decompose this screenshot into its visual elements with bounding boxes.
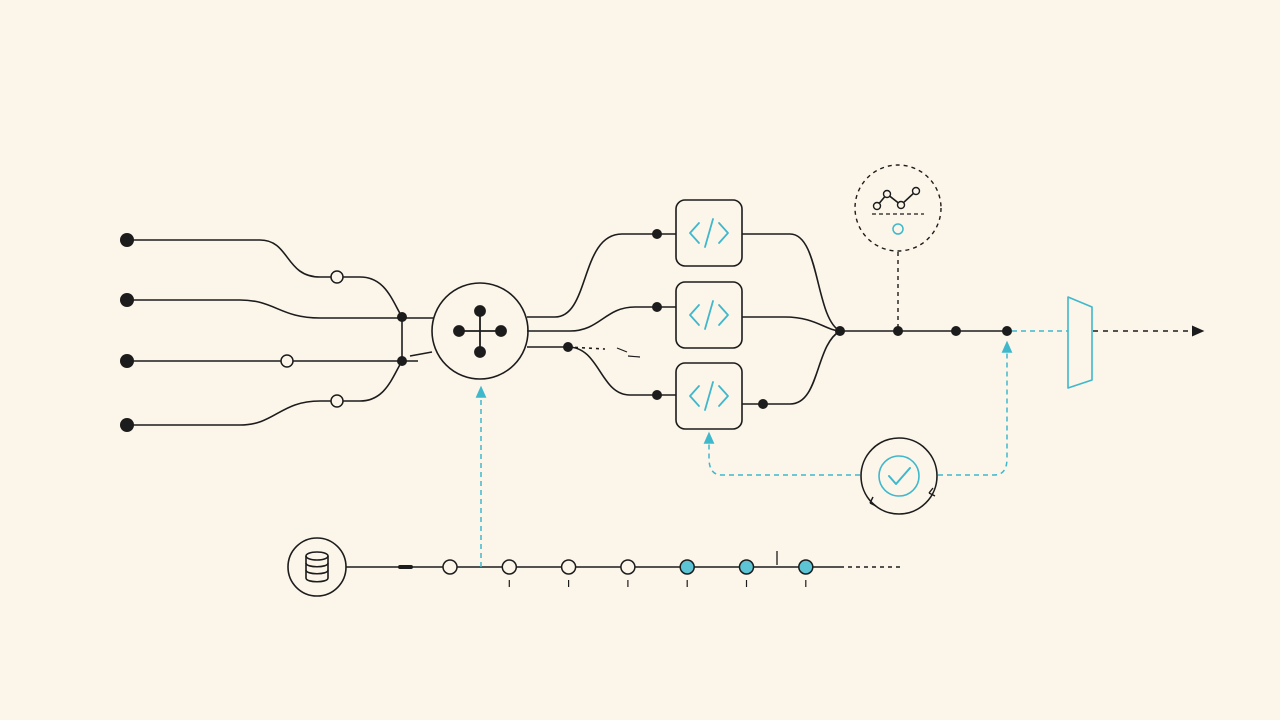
check-circle-icon	[878, 455, 920, 497]
timeline-step-done[interactable]	[679, 559, 695, 575]
cycle-arrow-head	[869, 496, 877, 507]
code-brackets-icon	[689, 300, 729, 330]
feedback-loop	[703, 340, 1013, 476]
fanout-dots	[563, 229, 662, 400]
fanout-line-middle	[527, 306, 676, 332]
input-lines	[127, 239, 447, 426]
fanout-line-top	[527, 233, 676, 318]
fanout-dot-bottom	[652, 390, 662, 400]
stray-dash	[567, 346, 606, 350]
input-line-1	[127, 239, 403, 318]
fanout-dot-split	[563, 342, 573, 352]
validator-node[interactable]	[860, 437, 938, 515]
main-dot-feedback	[1002, 326, 1012, 336]
validator-cycle-ring	[860, 437, 938, 515]
input-source-dots	[120, 233, 407, 432]
feedback-to-processor	[703, 431, 860, 476]
input-line-2	[127, 299, 447, 319]
feedback-to-main	[938, 340, 1013, 476]
input-dot-3[interactable]	[120, 354, 134, 368]
fanout-line-bottom	[527, 346, 676, 396]
hub-network-icon	[453, 305, 507, 358]
timeline-step-pending[interactable]	[501, 559, 518, 575]
checkmark	[888, 467, 911, 485]
hollow-node-3	[330, 394, 344, 408]
source-node[interactable]	[287, 537, 347, 597]
code-brackets-icon	[689, 381, 729, 411]
junction-dot-bottom	[397, 356, 407, 366]
merge-dots	[758, 326, 1012, 409]
timeline-step-pending[interactable]	[442, 559, 458, 575]
line-chart-icon	[872, 186, 924, 235]
hollow-node-1	[330, 270, 344, 284]
processor-2[interactable]	[675, 281, 743, 349]
merge-line-middle	[742, 316, 841, 332]
code-brackets-icon	[689, 218, 729, 248]
processor-1[interactable]	[675, 199, 743, 267]
gate-trapezoid-icon	[1067, 296, 1093, 389]
processor-3[interactable]	[675, 362, 743, 430]
monitor-ring	[854, 164, 942, 252]
fanout-dot-middle	[652, 302, 662, 312]
hub-node[interactable]	[431, 282, 529, 380]
stray-glyph	[616, 347, 641, 358]
output-gate[interactable]	[1067, 296, 1093, 389]
junction-dot-top	[397, 312, 407, 322]
monitor-node[interactable]	[854, 164, 942, 252]
fanout-dot-top	[652, 229, 662, 239]
hollow-node-2	[280, 354, 294, 368]
main-dot-mid	[951, 326, 961, 336]
merge-lines	[742, 233, 1205, 405]
input-dot-2[interactable]	[120, 293, 134, 307]
fanout-lines	[527, 233, 676, 396]
database-icon	[305, 551, 329, 583]
merge-line-bottom	[742, 330, 841, 405]
main-dot-monitor	[893, 326, 903, 336]
timeline-step-done[interactable]	[798, 559, 814, 575]
merge-dot	[835, 326, 845, 336]
input-dot-4[interactable]	[120, 418, 134, 432]
input-dot-1[interactable]	[120, 233, 134, 247]
input-hollow-nodes	[280, 270, 344, 408]
timeline-step-done[interactable]	[738, 559, 755, 575]
merge-dot-proc3	[758, 399, 768, 409]
timeline	[346, 385, 900, 587]
timeline-step-pending[interactable]	[620, 559, 636, 575]
timeline-step-pending[interactable]	[560, 559, 577, 575]
merge-line-top	[742, 233, 841, 332]
input-line-4	[127, 360, 403, 426]
timeline-steps	[442, 559, 814, 587]
cycle-arrow-tail	[928, 487, 936, 497]
